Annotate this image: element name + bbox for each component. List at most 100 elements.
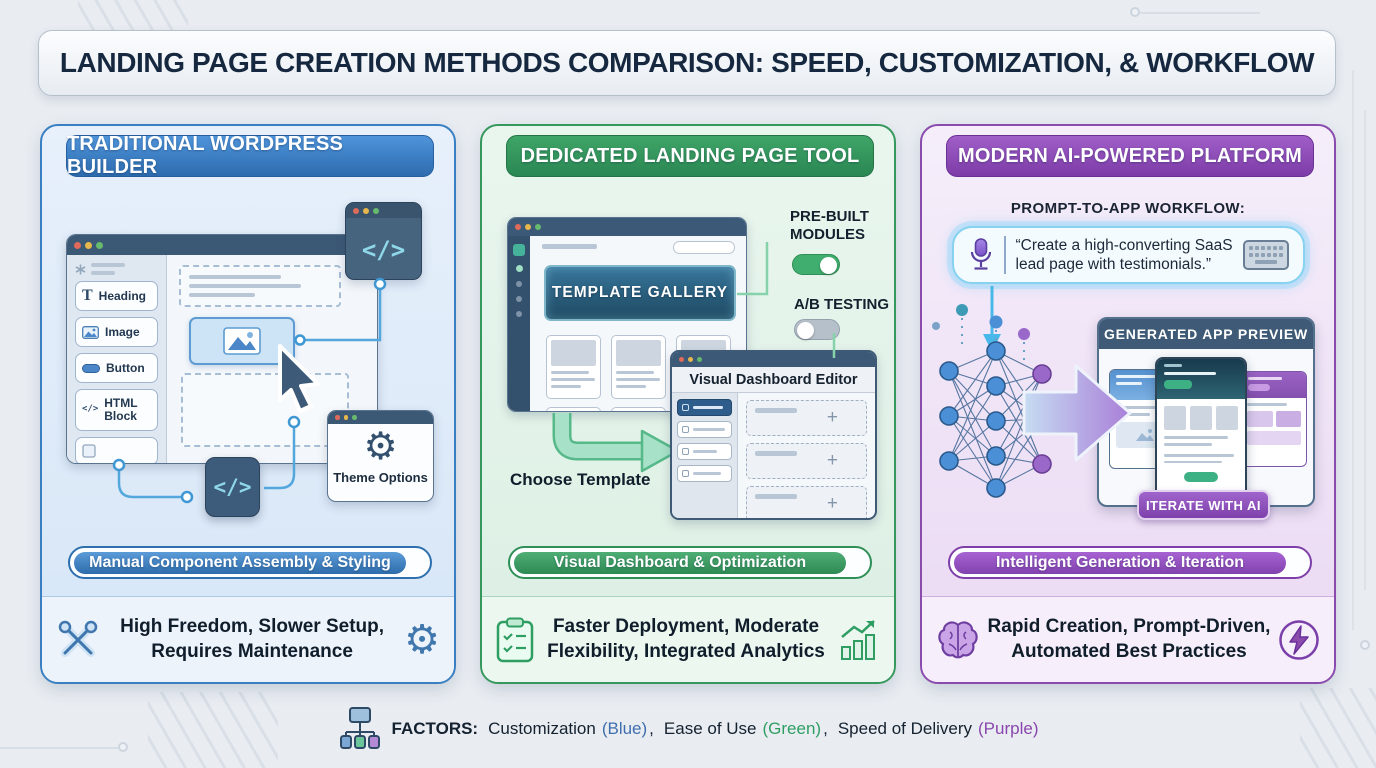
component-label: Heading xyxy=(98,288,147,303)
close-dot-icon xyxy=(353,207,359,214)
ai-platform-badge-label: Intelligent Generation & Iteration xyxy=(954,551,1286,574)
sidebar-header xyxy=(75,263,158,275)
template-card[interactable] xyxy=(546,335,601,399)
component-label: Image xyxy=(105,324,140,339)
toolbar-line xyxy=(542,244,597,249)
sidebar-dot xyxy=(515,265,523,272)
sidebar-dot xyxy=(516,296,522,302)
ai-platform-header: MODERN AI-POWERED PLATFORM xyxy=(946,135,1314,177)
component-heading-button[interactable]: T Heading xyxy=(75,281,158,311)
component-button-button[interactable]: Button xyxy=(75,353,158,383)
ai-platform-badge-pill: Intelligent Generation & Iteration xyxy=(948,546,1312,579)
landing-tool-card: DEDICATED LANDING PAGE TOOL TEMPLATE GAL… xyxy=(480,124,896,684)
toggle-knob xyxy=(797,322,814,339)
window-titlebar xyxy=(328,411,433,424)
prebuilt-modules-toggle-on[interactable] xyxy=(792,254,840,275)
circuit-node xyxy=(1360,640,1370,650)
text-block-placeholder xyxy=(179,265,341,307)
file-icon xyxy=(82,444,96,458)
wordpress-builder-card: TRADITIONAL WORDPRESS BUILDER T Heading xyxy=(40,124,456,684)
legend-item-ease-of-use: Ease of Use xyxy=(663,719,757,738)
legend-color-green: (Green) xyxy=(762,719,822,738)
component-label: HTML Block xyxy=(104,396,138,423)
neural-network-graphic xyxy=(932,304,1052,498)
wordpress-badge-label: Manual Component Assembly & Styling xyxy=(74,551,406,574)
window-titlebar xyxy=(346,203,421,218)
dropzone[interactable]: + xyxy=(746,400,867,436)
legend-item-customization: Customization xyxy=(488,719,596,738)
preview-panel-title: GENERATED APP PREVIEW xyxy=(1099,319,1313,349)
generated-app-preview-panel: GENERATED APP PREVIEW xyxy=(1097,317,1315,507)
dropzone[interactable]: + xyxy=(746,443,867,479)
template-gallery-banner[interactable]: TEMPLATE GALLERY xyxy=(544,265,736,321)
ab-testing-toggle-off[interactable] xyxy=(794,319,840,340)
close-dot-icon xyxy=(335,415,340,420)
template-card[interactable] xyxy=(611,335,666,399)
legend-prefix: FACTORS: xyxy=(391,719,479,738)
summary-line-2: Requires Maintenance xyxy=(151,640,353,662)
toggle-knob xyxy=(820,257,837,274)
microphone-icon xyxy=(970,238,992,270)
code-block-badge[interactable]: </> xyxy=(205,457,260,517)
editor-body: + + + xyxy=(672,393,875,518)
image-icon xyxy=(82,325,99,339)
divider xyxy=(1004,236,1006,274)
close-dot-icon xyxy=(679,357,684,362)
lightning-bolt-icon xyxy=(1279,619,1319,660)
window-titlebar xyxy=(67,235,377,255)
theme-options-body: ⚙ Theme Options xyxy=(328,424,433,485)
layer-row[interactable] xyxy=(677,443,732,460)
cta-pill xyxy=(1184,472,1218,482)
layer-row[interactable] xyxy=(677,465,732,482)
flowchart-icon xyxy=(339,707,380,749)
editor-layers-panel xyxy=(672,393,738,518)
component-html-block-button[interactable]: </> HTML Block xyxy=(75,389,158,431)
preview-mockup-teal xyxy=(1155,357,1247,501)
selected-image-block[interactable] xyxy=(189,317,295,365)
dropzone[interactable]: + xyxy=(746,486,867,518)
landing-tool-footer: Faster Deployment, Moderate Flexibility,… xyxy=(482,596,894,682)
analytics-chart-icon xyxy=(841,619,875,660)
iterate-with-ai-button[interactable]: ITERATE WITH AI xyxy=(1137,490,1270,520)
prompt-line-1: “Create a high-converting SaaS xyxy=(1015,236,1233,254)
circuit-node xyxy=(1130,7,1140,17)
landing-tool-badge-label: Visual Dashboard & Optimization xyxy=(514,551,846,574)
window-titlebar xyxy=(508,218,746,236)
page-title-bar: LANDING PAGE CREATION METHODS COMPARISON… xyxy=(38,30,1336,96)
gear-icon[interactable]: ⚙ xyxy=(363,424,398,468)
sidebar-title-lines xyxy=(91,263,125,275)
circuit-line xyxy=(0,747,118,749)
editor-title-row: Visual Dashboard Editor xyxy=(672,367,875,393)
wordpress-summary: High Freedom, Slower Setup, Requires Mai… xyxy=(100,615,404,664)
circuit-line xyxy=(1352,70,1354,630)
theme-options-label: Theme Options xyxy=(333,470,428,485)
circuit-hatch-bottom-right xyxy=(1300,688,1376,768)
minimize-dot-icon xyxy=(525,224,531,230)
visual-dashboard-editor-window: Visual Dashboard Editor + + + xyxy=(670,350,877,520)
prompt-input-box[interactable]: “Create a high-converting SaaS lead page… xyxy=(952,226,1305,284)
plus-icon: + xyxy=(826,493,838,514)
circuit-hatch-top-left xyxy=(78,0,188,34)
prebuilt-modules-label: PRE-BUILT MODULES xyxy=(790,208,869,243)
component-partial-button[interactable] xyxy=(75,437,158,463)
layer-row-selected[interactable] xyxy=(677,399,732,416)
legend-color-purple: (Purple) xyxy=(978,719,1039,738)
component-image-button[interactable]: Image xyxy=(75,317,158,347)
factors-legend: FACTORS: Customization (Blue), Ease of U… xyxy=(0,706,1376,752)
code-window-body: </> xyxy=(346,218,421,279)
layer-row[interactable] xyxy=(677,421,732,438)
ai-platform-summary: Rapid Creation, Prompt-Driven, Automated… xyxy=(980,615,1278,664)
page-title: LANDING PAGE CREATION METHODS COMPARISON… xyxy=(59,47,1315,78)
tool-sidebar xyxy=(508,236,530,411)
cursor-icon xyxy=(278,344,320,413)
ai-platform-footer: Rapid Creation, Prompt-Driven, Automated… xyxy=(922,596,1334,682)
minimize-dot-icon xyxy=(343,415,348,420)
code-icon: </> xyxy=(361,235,406,264)
wordpress-badge-pill: Manual Component Assembly & Styling xyxy=(68,546,432,579)
template-card[interactable] xyxy=(546,407,601,411)
template-card[interactable] xyxy=(611,407,666,411)
close-dot-icon xyxy=(515,224,521,230)
sidebar-dot xyxy=(516,311,522,317)
clipboard-icon xyxy=(496,617,534,662)
